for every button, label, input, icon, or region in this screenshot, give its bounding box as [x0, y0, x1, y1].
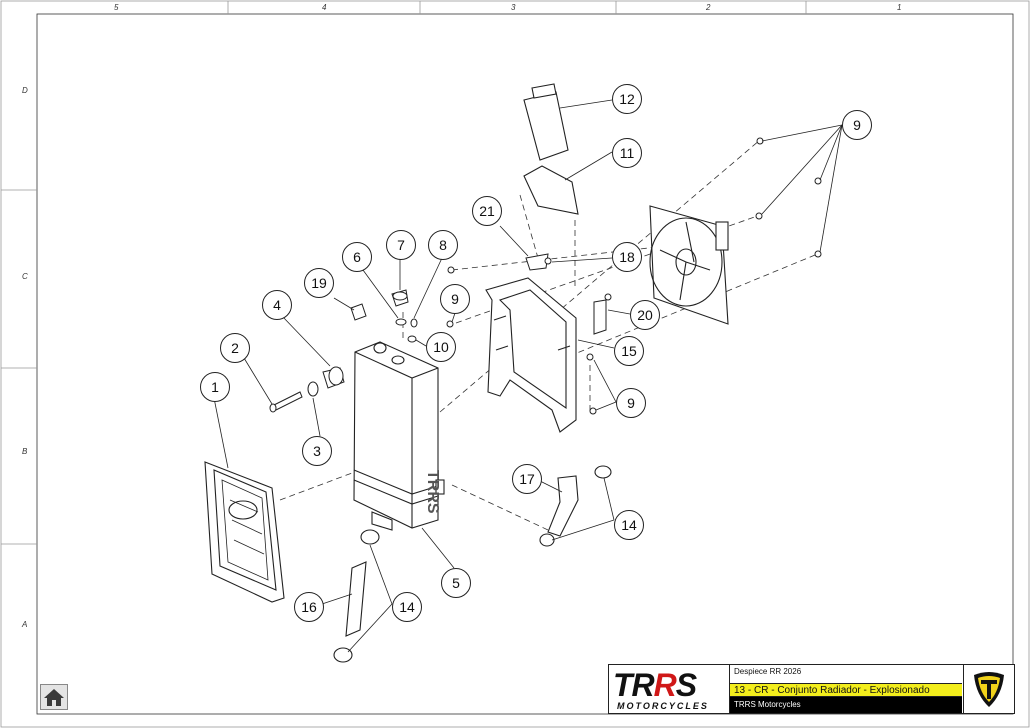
part-shroud: [204, 461, 285, 603]
brand-text: TR: [613, 667, 655, 703]
part-11-holder: [523, 165, 579, 215]
part-fan: [649, 205, 729, 325]
document-name: Despiece RR 2026: [734, 667, 802, 676]
title-info: Despiece RR 2026 13 - CR - Conjunto Radi…: [730, 665, 962, 713]
part-19-clip: [350, 303, 367, 321]
part-20-bracket: [593, 299, 607, 335]
callout-8: 8: [428, 230, 458, 260]
part-16-hose: [345, 561, 367, 637]
callout-4: 4: [262, 290, 292, 320]
part-10-washer: [407, 335, 417, 343]
callout-6: 6: [342, 242, 372, 272]
part-14-clamp-b: [333, 647, 353, 663]
callout-5: 5: [441, 568, 471, 598]
brand-accent-text: R: [653, 667, 677, 703]
part-14-clamp-a: [360, 529, 380, 545]
callout-17: 17: [512, 464, 542, 494]
callout-15: 15: [614, 336, 644, 366]
callout-21: 21: [472, 196, 502, 226]
part-8-nut: [410, 318, 418, 328]
drawing-title: 13 - CR - Conjunto Radiador - Explosiona…: [730, 683, 962, 697]
part-bracket: [485, 277, 577, 433]
callout-11: 11: [612, 138, 642, 168]
part-21-clip: [525, 253, 549, 271]
callout-2: 2: [220, 333, 250, 363]
part-bolt-group: [269, 366, 345, 413]
callout-18: 18: [612, 242, 642, 272]
callout-14-a: 14: [614, 510, 644, 540]
column-label-1: 1: [897, 3, 902, 12]
callout-9-c: 9: [616, 388, 646, 418]
emblem-icon: [974, 672, 1004, 707]
column-label-5: 5: [114, 3, 119, 12]
part-17-hose: [547, 475, 579, 537]
radiator-logo-text: TRRS: [424, 470, 441, 514]
callout-19: 19: [304, 268, 334, 298]
callout-7: 7: [386, 230, 416, 260]
row-label-d: D: [22, 86, 28, 95]
row-label-b: B: [22, 447, 28, 456]
part-12-connector: [523, 91, 569, 161]
callout-10: 10: [426, 332, 456, 362]
row-label-a: A: [22, 620, 28, 629]
home-icon: [44, 689, 64, 706]
home-button[interactable]: [40, 684, 68, 710]
callout-16: 16: [294, 592, 324, 622]
callout-12: 12: [612, 84, 642, 114]
part-radiator: [353, 341, 445, 531]
column-label-3: 3: [511, 3, 516, 12]
part-6-oring: [395, 318, 407, 326]
callout-20: 20: [630, 300, 660, 330]
callout-3: 3: [302, 436, 332, 466]
brand-end-text: S: [675, 667, 697, 703]
callout-9-b: 9: [440, 284, 470, 314]
brand-logo: TRRS MOTORCYCLES: [609, 665, 730, 713]
part-14-clamp-d: [539, 533, 555, 547]
part-14-clamp-c: [594, 465, 612, 479]
callout-1: 1: [200, 372, 230, 402]
callout-9-a: 9: [842, 110, 872, 140]
column-label-2: 2: [706, 3, 711, 12]
brand-emblem: [963, 665, 1014, 713]
brand-subtitle: MOTORCYCLES: [617, 701, 709, 711]
row-label-c: C: [22, 272, 28, 281]
title-block: TRRS MOTORCYCLES Despiece RR 2026 13 - C…: [608, 664, 1015, 714]
callout-14-b: 14: [392, 592, 422, 622]
column-label-4: 4: [322, 3, 327, 12]
company-name: TRRS Motorcycles: [730, 697, 962, 713]
